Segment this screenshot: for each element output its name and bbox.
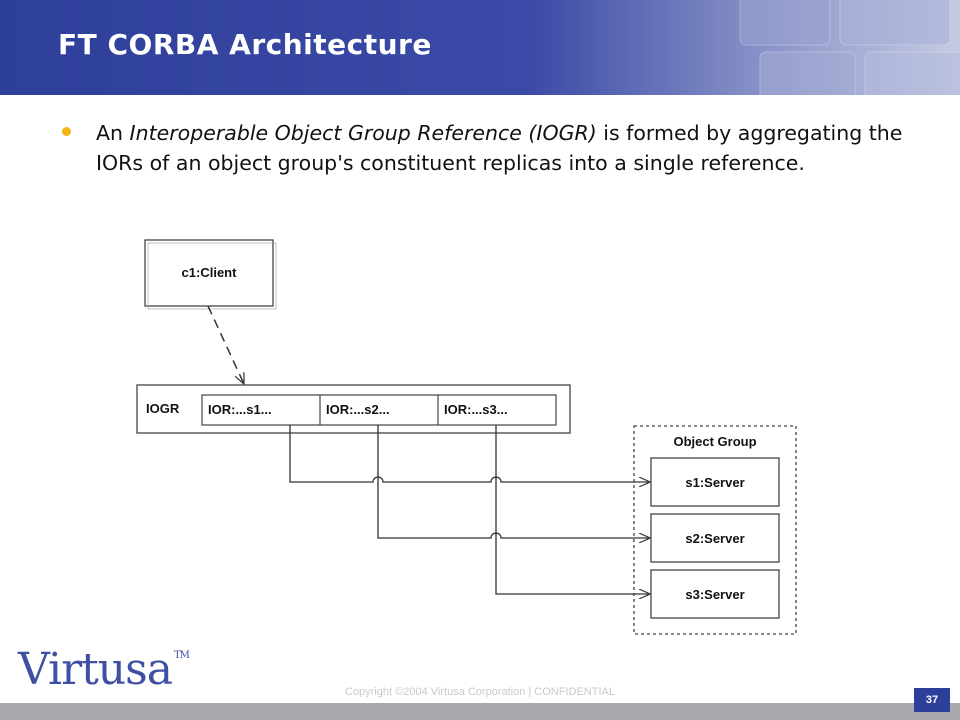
object-group: Object Group (633, 425, 797, 635)
iogr-label: IOGR (146, 401, 180, 416)
page-number: 37 (914, 688, 950, 712)
server-s1-node: s1:Server (650, 457, 780, 507)
ior-s2-to-server-connector (377, 425, 650, 538)
ior-s3-to-server-connector (495, 425, 650, 594)
server-s2-label: s2:Server (685, 531, 744, 546)
client-to-iogr-arrow (207, 305, 245, 384)
bullet-suffix: is formed by aggregating the IORs of an … (96, 121, 903, 175)
page-title: FT CORBA Architecture (58, 28, 432, 61)
iogr-node: IOGR IOR:...s1... IOR:...s2... IOR:...s3… (136, 384, 571, 434)
footer-bar (0, 703, 960, 720)
ior-s1-to-server-connector (289, 425, 650, 482)
server-s2-node: s2:Server (650, 513, 780, 563)
bullet-text: An Interoperable Object Group Reference … (96, 118, 906, 178)
server-s3-label: s3:Server (685, 587, 744, 602)
bullet-icon (62, 127, 71, 136)
keyboard-keys-decoration (739, 0, 960, 95)
server-s3-node: s3:Server (650, 569, 780, 619)
client-label: c1:Client (182, 265, 238, 280)
copyright-text: Copyright ©2004 Virtusa Corporation | CO… (345, 686, 615, 698)
logo-trademark: TM (173, 650, 190, 661)
logo-text: Virtusa (18, 644, 173, 695)
server-s1-label: s1:Server (685, 475, 744, 490)
ior-s3-label: IOR:...s3... (444, 402, 508, 417)
ior-s2-label: IOR:...s2... (326, 402, 390, 417)
ior-s1-label: IOR:...s1... (208, 402, 272, 417)
slide-header: FT CORBA Architecture (0, 0, 960, 95)
object-group-label: Object Group (673, 434, 756, 449)
bullet-prefix: An (96, 121, 130, 145)
bullet-term: Interoperable Object Group Reference (IO… (129, 121, 597, 145)
client-node: c1:Client (144, 239, 277, 310)
